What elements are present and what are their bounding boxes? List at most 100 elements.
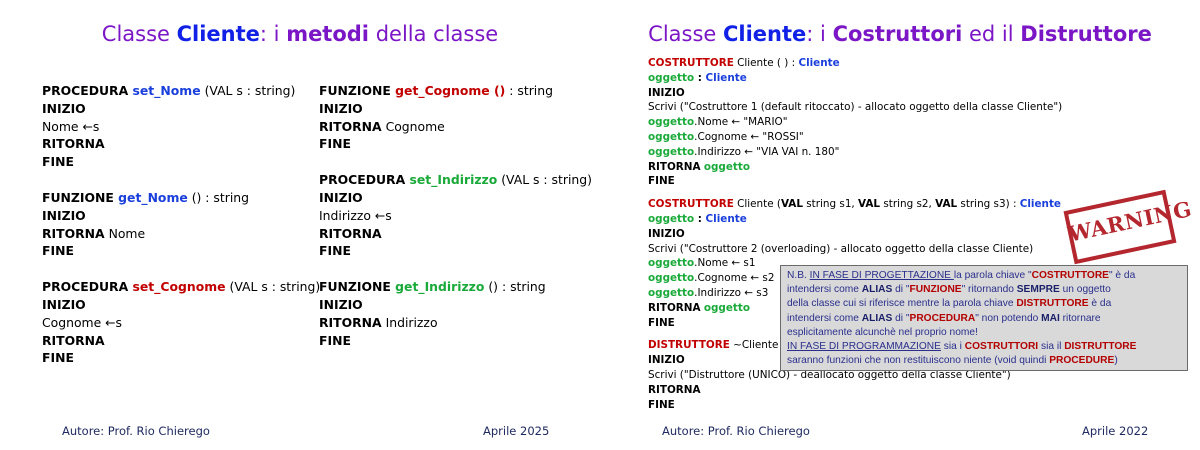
code-line: RITORNA oggetto <box>648 160 1062 175</box>
keyword-fine: FINE <box>319 243 351 259</box>
note-line: N.B. IN FASE DI PROGETTAZIONE la parola … <box>787 269 1181 283</box>
footer-date: Aprile 2022 <box>1082 424 1149 438</box>
code-statement: .Nome ← s1 <box>694 257 756 270</box>
keyword: FUNZIONE <box>42 189 119 205</box>
separator: : <box>694 212 706 225</box>
object-type: Cliente <box>705 212 747 225</box>
signature: string s1, <box>802 198 859 211</box>
keyword-ritorna: RITORNA <box>42 136 105 152</box>
code-line: COSTRUTTORE Cliente (VAL string s1, VAL … <box>648 197 1062 212</box>
slide-methods: Classe Cliente: i metodi della classe PR… <box>0 22 600 438</box>
code-line: PROCEDURA set_Nome (VAL s : string) <box>42 82 320 100</box>
method-name: set_Nome <box>132 83 201 98</box>
keyword-inizio: INIZIO <box>319 189 363 205</box>
code-statement: Scrivi ("Distruttore (UNICO) - deallocat… <box>648 368 1011 381</box>
method-args: (VAL s : string) <box>200 83 296 98</box>
return-type: Cliente <box>1019 198 1061 211</box>
title-text: : i <box>259 22 287 46</box>
code-line: oggetto : Cliente <box>648 212 1062 227</box>
keyword-oggetto: oggetto <box>648 71 695 84</box>
note-keyword: COSTRUTTORI <box>964 340 1039 352</box>
code-line: DISTRUTTORE ~Cliente ( ) <box>648 338 1062 353</box>
keyword-inizio: INIZIO <box>42 207 86 223</box>
title-class-name: Cliente <box>723 22 807 46</box>
keyword-oggetto: oggetto <box>648 116 695 129</box>
method-name: get_Indirizzo <box>395 279 485 295</box>
keyword-val: VAL <box>780 198 803 211</box>
code-statement: .Indirizzo ← "VIA VAI n. 180" <box>694 145 840 158</box>
note-keyword: ALIAS <box>861 312 893 324</box>
code-statement: Indirizzo ←s <box>319 207 392 223</box>
note-keyword: FUNZIONE <box>909 284 962 296</box>
keyword-ritorna: RITORNA <box>319 314 382 330</box>
note-text: intendersi come <box>787 312 862 324</box>
note-text: la parola chiave " <box>953 270 1032 281</box>
keyword-oggetto: oggetto <box>648 286 695 299</box>
keyword-oggetto: oggetto <box>648 212 695 225</box>
note-line: IN FASE DI PROGRAMMAZIONE sia i COSTRUTT… <box>787 340 1181 354</box>
signature: string s2, <box>880 198 936 211</box>
method-args: (VAL s : string) <box>497 172 592 188</box>
code-line: RITORNA Cognome <box>319 118 592 136</box>
note-line: intendersi come ALIAS di "FUNZIONE" rito… <box>787 283 1181 297</box>
code-line: oggetto.Indirizzo ← s3 <box>648 286 1062 301</box>
note-text: ritornare <box>1059 312 1101 324</box>
note-text: saranno funzioni che non restituiscono n… <box>787 355 1050 367</box>
code-statement: Scrivi ("Costruttore 1 (default ritoccat… <box>648 101 1063 114</box>
code-line: PROCEDURA set_Cognome (VAL s : string) <box>42 278 320 296</box>
return-value: Nome <box>104 225 146 241</box>
keyword-fine: FINE <box>648 398 675 411</box>
slide-title: Classe Cliente: i metodi della classe <box>0 22 600 46</box>
keyword-fine: FINE <box>42 350 74 366</box>
code-line: oggetto.Nome ← s1 <box>648 256 1062 271</box>
separator: : <box>694 71 706 84</box>
note-underlined: IN FASE DI PROGRAMMAZIONE <box>787 340 941 352</box>
keyword-inizio: INIZIO <box>319 296 363 312</box>
method-name: get_Nome <box>118 189 188 205</box>
footer-date: Aprile 2025 <box>483 424 550 438</box>
keyword: PROCEDURA <box>319 172 410 188</box>
code-line: FUNZIONE get_Indirizzo () : string <box>319 278 592 296</box>
return-value: Indirizzo <box>381 314 438 330</box>
title-text: ed il <box>962 22 1021 46</box>
note-keyword: PROCEDURE <box>1049 355 1115 367</box>
keyword: PROCEDURA <box>42 279 133 295</box>
keyword-ritorna: RITORNA <box>648 383 701 396</box>
keyword-oggetto: oggetto <box>648 145 695 158</box>
note-text: di " <box>892 284 910 296</box>
keyword: PROCEDURA <box>42 83 133 98</box>
method-args: (VAL s : string) <box>225 279 321 295</box>
code-statement: Scrivi ("Costruttore 2 (overloading) - a… <box>648 242 1034 255</box>
note-text: è da <box>1088 298 1112 310</box>
title-text: della classe <box>369 22 499 46</box>
note-text: sia i <box>940 340 965 352</box>
note-text: ) <box>1114 355 1118 367</box>
note-text: " è da <box>1108 270 1136 281</box>
keyword-inizio: INIZIO <box>648 227 685 240</box>
code-line: RITORNA oggetto <box>648 301 1062 316</box>
title-highlight: metodi <box>286 22 370 46</box>
note-text: N.B. <box>787 270 810 281</box>
code-line: COSTRUTTORE Cliente ( ) : Cliente <box>648 56 1062 71</box>
code-line: RITORNA Indirizzo <box>319 314 592 332</box>
method-name: set_Indirizzo <box>409 172 498 188</box>
return-type: Cliente <box>798 57 840 69</box>
keyword-ritorna: RITORNA <box>319 225 382 241</box>
note-keyword: DISTRUTTORE <box>1064 340 1137 352</box>
title-text: Classe <box>648 22 723 46</box>
note-underlined: IN FASE DI PROGETTAZIONE <box>809 270 954 281</box>
note-keyword: MAI <box>1041 312 1060 324</box>
keyword-fine: FINE <box>319 332 351 348</box>
note-text: intendersi come <box>787 284 862 296</box>
keyword-val: VAL <box>858 198 881 211</box>
method-args: : string <box>505 83 553 98</box>
code-line: PROCEDURA set_Indirizzo (VAL s : string) <box>319 171 592 189</box>
code-line: RITORNA Nome <box>42 225 320 243</box>
keyword-val: VAL <box>935 198 958 211</box>
note-text: " non potendo <box>975 312 1042 324</box>
code-statement: .Cognome ← s2 <box>694 272 775 285</box>
code-statement: .Nome ← "MARIO" <box>694 116 788 129</box>
keyword-oggetto: oggetto <box>703 301 750 314</box>
slide-constructors: Classe Cliente: i Costruttori ed il Dist… <box>600 0 1200 450</box>
keyword-fine: FINE <box>648 175 675 188</box>
